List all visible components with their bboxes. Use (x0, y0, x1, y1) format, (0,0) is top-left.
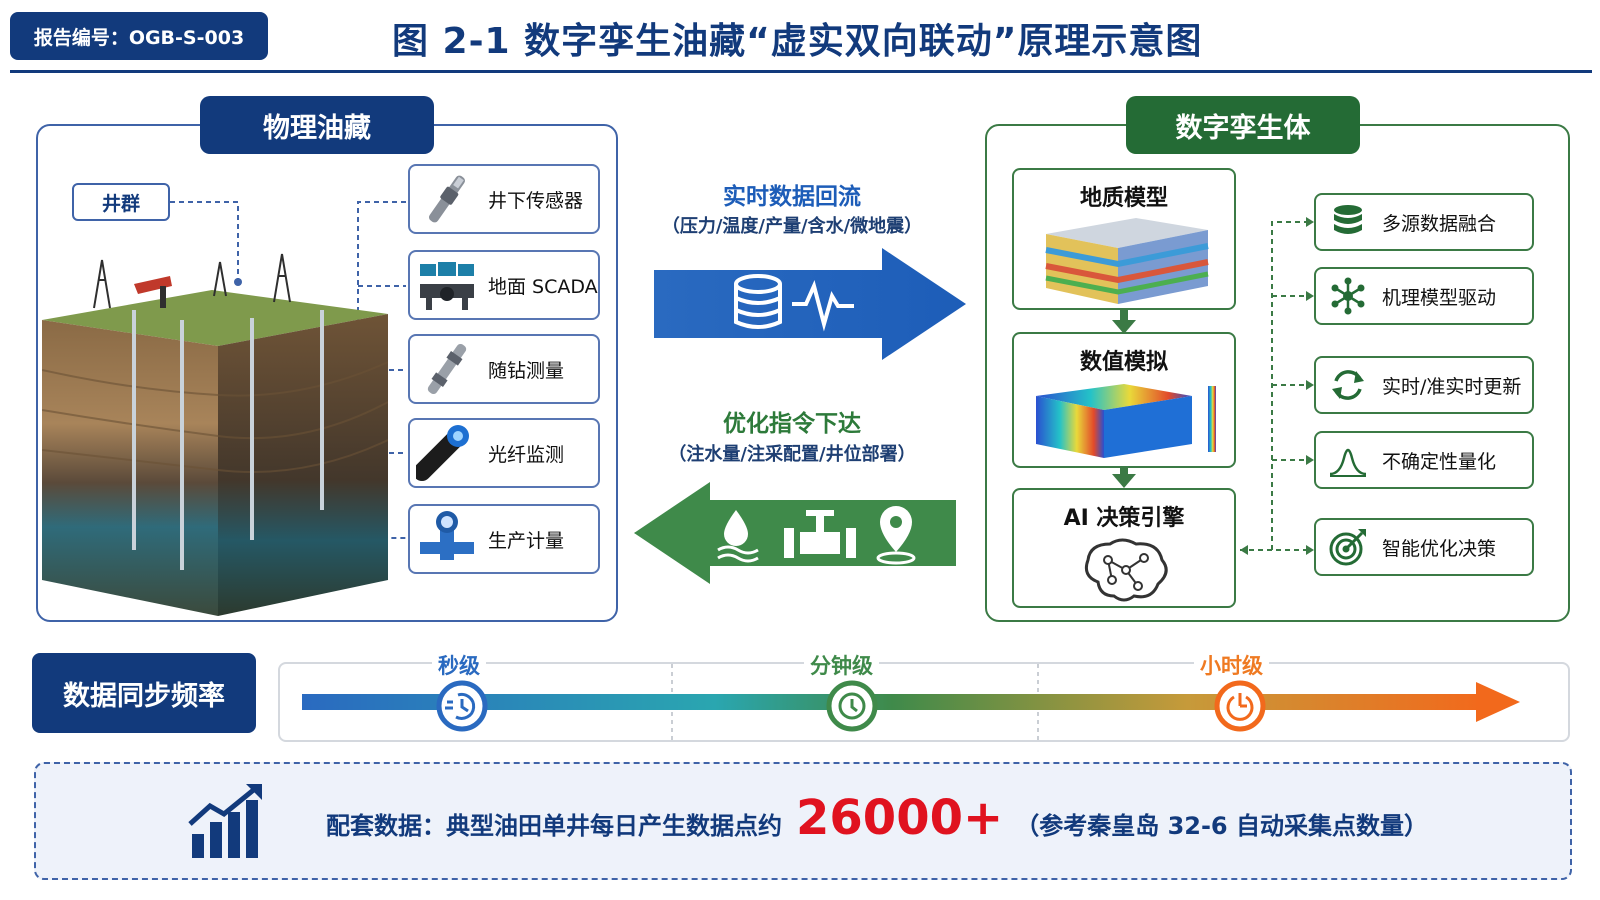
source-label: 随钻测量 (488, 359, 565, 382)
sync-frequency-gradient-arrow (302, 664, 1520, 740)
capability-label: 实时/准实时更新 (1382, 375, 1522, 398)
page-title: 图 2-1 数字孪生油藏“虚实双向联动”原理示意图 (392, 21, 1203, 62)
target-arrow-icon (1329, 529, 1366, 566)
supporting-data-callout: 配套数据：典型油田单井每日产生数据点约 26000+ （参考秦皇岛 32-6 自… (34, 762, 1572, 880)
source-label: 地面 SCADA (488, 275, 598, 298)
valve-icon (784, 510, 856, 558)
capability-label: 机理模型驱动 (1382, 286, 1497, 309)
supporting-data-line: 配套数据：典型油田单井每日产生数据点约 26000+ （参考秦皇岛 32-6 自… (326, 790, 1428, 854)
source-mwd: 随钻测量 (408, 334, 600, 404)
location-pin-icon (876, 506, 916, 565)
source-scada: 地面 SCADA (408, 250, 600, 320)
stacked-database-icon (1334, 205, 1362, 234)
capability-label: 多源数据融合 (1382, 212, 1497, 235)
downstream-flow-title: 优化指令下达 (723, 411, 861, 437)
fast-clock-icon (436, 680, 488, 732)
mwd-tool-icon (427, 343, 467, 395)
model-title: AI 决策引擎 (1063, 506, 1185, 531)
upstream-flow-title: 实时数据回流 (723, 184, 861, 210)
downstream-flow-arrow (634, 482, 956, 584)
capability-mechanism-model: 机理模型驱动 (1314, 267, 1534, 325)
frequency-level-minutes: 分钟级 (804, 650, 879, 680)
source-label: 井下传感器 (488, 189, 584, 212)
bell-curve-icon (1329, 448, 1367, 477)
refresh-cycle-icon (1332, 370, 1364, 400)
well-group-label: 井群 (72, 183, 170, 221)
clock-icon (826, 680, 878, 732)
stat-prefix: 配套数据：典型油田单井每日产生数据点约 (326, 812, 782, 840)
capability-intelligent-decision: 智能优化决策 (1314, 518, 1534, 576)
reservoir-block-illustration (42, 253, 388, 616)
source-downhole-sensor: 井下传感器 (408, 164, 600, 234)
stat-suffix: （参考秦皇岛 32-6 自动采集点数量） (1015, 812, 1428, 840)
ai-decision-engine-card: AI 决策引擎 (1012, 488, 1236, 608)
source-fiber-optic: 光纤监测 (408, 418, 600, 488)
model-title: 地质模型 (1079, 186, 1168, 211)
capability-label: 智能优化决策 (1382, 537, 1497, 560)
flow-meter-icon (420, 511, 474, 560)
digital-twin-heading: 数字孪生体 (1126, 96, 1360, 154)
simulation-heatmap-model (1036, 384, 1216, 458)
upstream-flow-subtitle: （压力/温度/产量/含水/微地震） (661, 216, 923, 237)
bar-chart-growth-icon (188, 784, 262, 858)
pulse-waveform-icon (792, 279, 854, 332)
timer-icon (1214, 680, 1266, 732)
geological-block-model (1045, 218, 1209, 304)
numerical-simulation-card: 数值模拟 (1012, 332, 1236, 468)
water-injection-icon (717, 510, 759, 563)
sync-frequency-label: 数据同步频率 (32, 653, 256, 733)
network-nodes-icon (1331, 277, 1365, 315)
capability-multisource-fusion: 多源数据融合 (1314, 193, 1534, 251)
capability-uncertainty-quantification: 不确定性量化 (1314, 431, 1534, 489)
database-icon (734, 274, 782, 329)
upstream-flow-arrow (654, 248, 966, 360)
capability-realtime-update: 实时/准实时更新 (1314, 356, 1534, 414)
stat-value: 26000+ (796, 790, 1004, 846)
title-divider (10, 70, 1592, 73)
downhole-sensor-icon (428, 175, 466, 223)
report-id-badge: 报告编号：OGB-S-003 (10, 12, 268, 60)
frequency-level-hours: 小时级 (1194, 650, 1269, 680)
source-label: 生产计量 (488, 529, 565, 552)
ai-brain-icon (1084, 538, 1168, 602)
source-production-metering: 生产计量 (408, 504, 600, 574)
source-label: 光纤监测 (488, 443, 565, 466)
frequency-level-seconds: 秒级 (432, 650, 486, 680)
model-title: 数值模拟 (1079, 350, 1168, 375)
physical-reservoir-heading: 物理油藏 (200, 96, 434, 154)
capability-label: 不确定性量化 (1382, 450, 1497, 473)
scada-console-icon (420, 262, 474, 310)
fiber-optic-cable-icon (416, 425, 469, 481)
downstream-flow-subtitle: （注水量/注采配置/井位部署） (668, 444, 916, 465)
geological-model-card: 地质模型 (1012, 168, 1236, 310)
